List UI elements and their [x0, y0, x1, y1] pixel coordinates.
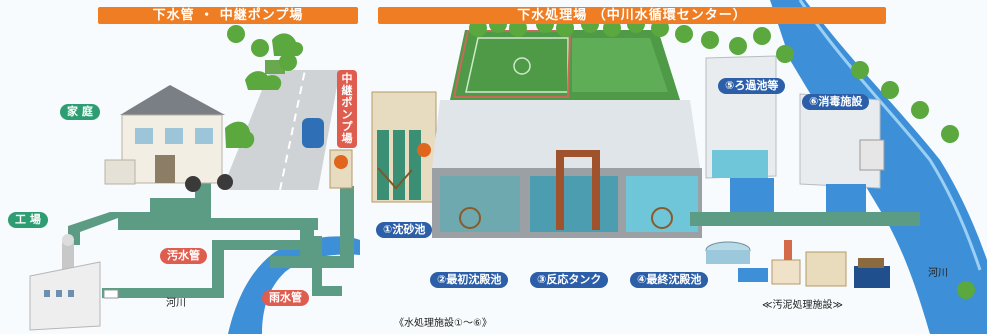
- sludge-facility: [705, 240, 890, 288]
- label-rain-pipe: 雨水管: [262, 290, 309, 306]
- treatment-basins: [432, 100, 702, 238]
- banner-sewer-pump: 下水管 ・ 中継ポンプ場: [98, 7, 358, 24]
- car: [302, 118, 324, 148]
- banner-treatment-plant: 下水処理場 （中川水循環センター）: [378, 7, 886, 24]
- factory-illustration: [29, 234, 119, 331]
- label-water-facility: 《水処理施設①～⑥》: [394, 318, 492, 329]
- label-sewage-pipe: 汚水管: [160, 248, 207, 264]
- label-filter: ⑤ろ過池等: [718, 78, 786, 94]
- label-disinfection: ⑥消毒施設: [802, 94, 870, 110]
- label-primary-settling: ②最初沈殿池: [430, 272, 509, 288]
- label-home: 家 庭: [60, 104, 100, 120]
- label-final-settling: ④最終沈殿池: [630, 272, 709, 288]
- label-reaction-tank: ③反応タンク: [530, 272, 609, 288]
- river-left: [228, 236, 360, 334]
- pipe-network: [68, 182, 354, 298]
- label-sludge-facility: ≪汚泥処理施設≫: [762, 300, 843, 311]
- label-river-left: 河川: [166, 298, 186, 309]
- road: [222, 70, 340, 190]
- label-pump-station: 中継ポンプ場: [337, 70, 357, 148]
- label-river-right: 河川: [928, 268, 948, 279]
- label-factory: 工 場: [8, 212, 48, 228]
- label-grit-chamber: ①沈砂池: [376, 222, 433, 238]
- grit-chamber-illustration: [371, 91, 437, 203]
- disinfection-building: [799, 93, 885, 218]
- house-illustration: [104, 85, 255, 192]
